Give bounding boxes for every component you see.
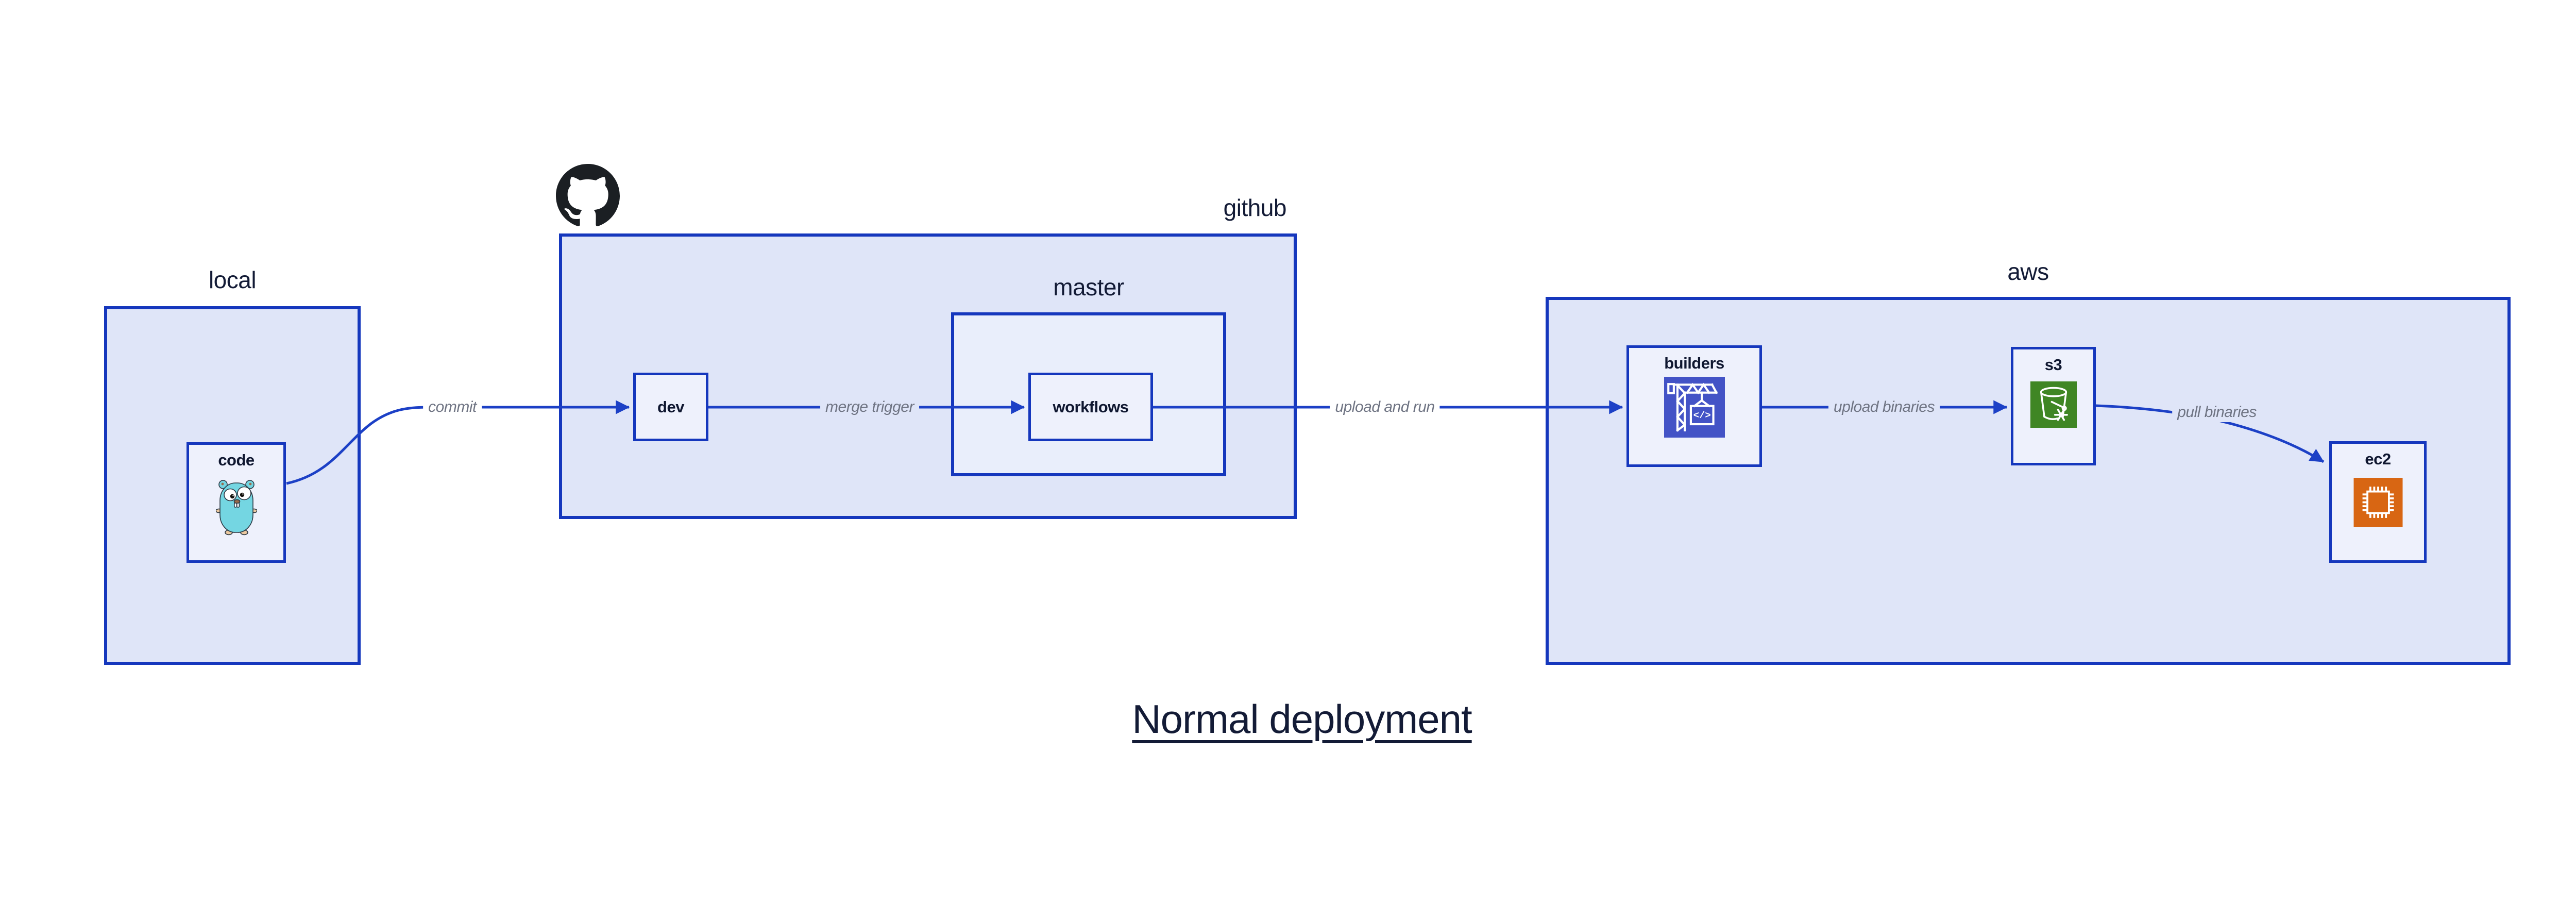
crane-build-icon: </> <box>1664 377 1725 440</box>
go-gopher-icon <box>215 478 258 538</box>
node-dev: dev <box>633 373 708 441</box>
node-s3-label: s3 <box>2044 356 2062 374</box>
aws-label: aws <box>2007 258 2049 285</box>
edge-label-merge-trigger: merge trigger <box>820 397 919 417</box>
node-ec2-label: ec2 <box>2365 450 2391 468</box>
node-builders-label: builders <box>1664 354 1724 372</box>
edge-label-commit: commit <box>423 397 482 417</box>
node-builders: builders </> <box>1626 345 1762 467</box>
svg-text:</>: </> <box>1693 410 1710 421</box>
diagram-title: Normal deployment <box>1132 696 1472 742</box>
node-s3: s3 <box>2011 347 2096 465</box>
s3-bucket-snowflake-icon <box>2030 381 2077 430</box>
node-code: code <box>187 442 286 563</box>
edge-label-upload-binaries: upload binaries <box>1828 397 1940 417</box>
edge-label-upload-and-run: upload and run <box>1330 397 1440 417</box>
node-workflows-label: workflows <box>1053 397 1129 416</box>
edge-label-pull-binaries: pull binaries <box>2172 403 2262 422</box>
node-dev-label: dev <box>657 397 684 416</box>
ec2-chip-icon <box>2353 478 2403 529</box>
node-code-label: code <box>218 451 255 469</box>
local-label: local <box>208 266 257 293</box>
node-workflows: workflows <box>1028 373 1153 441</box>
github-label: github <box>1223 194 1287 221</box>
github-octocat-icon <box>556 164 620 228</box>
node-ec2: ec2 <box>2329 441 2427 563</box>
master-label: master <box>1053 274 1124 300</box>
